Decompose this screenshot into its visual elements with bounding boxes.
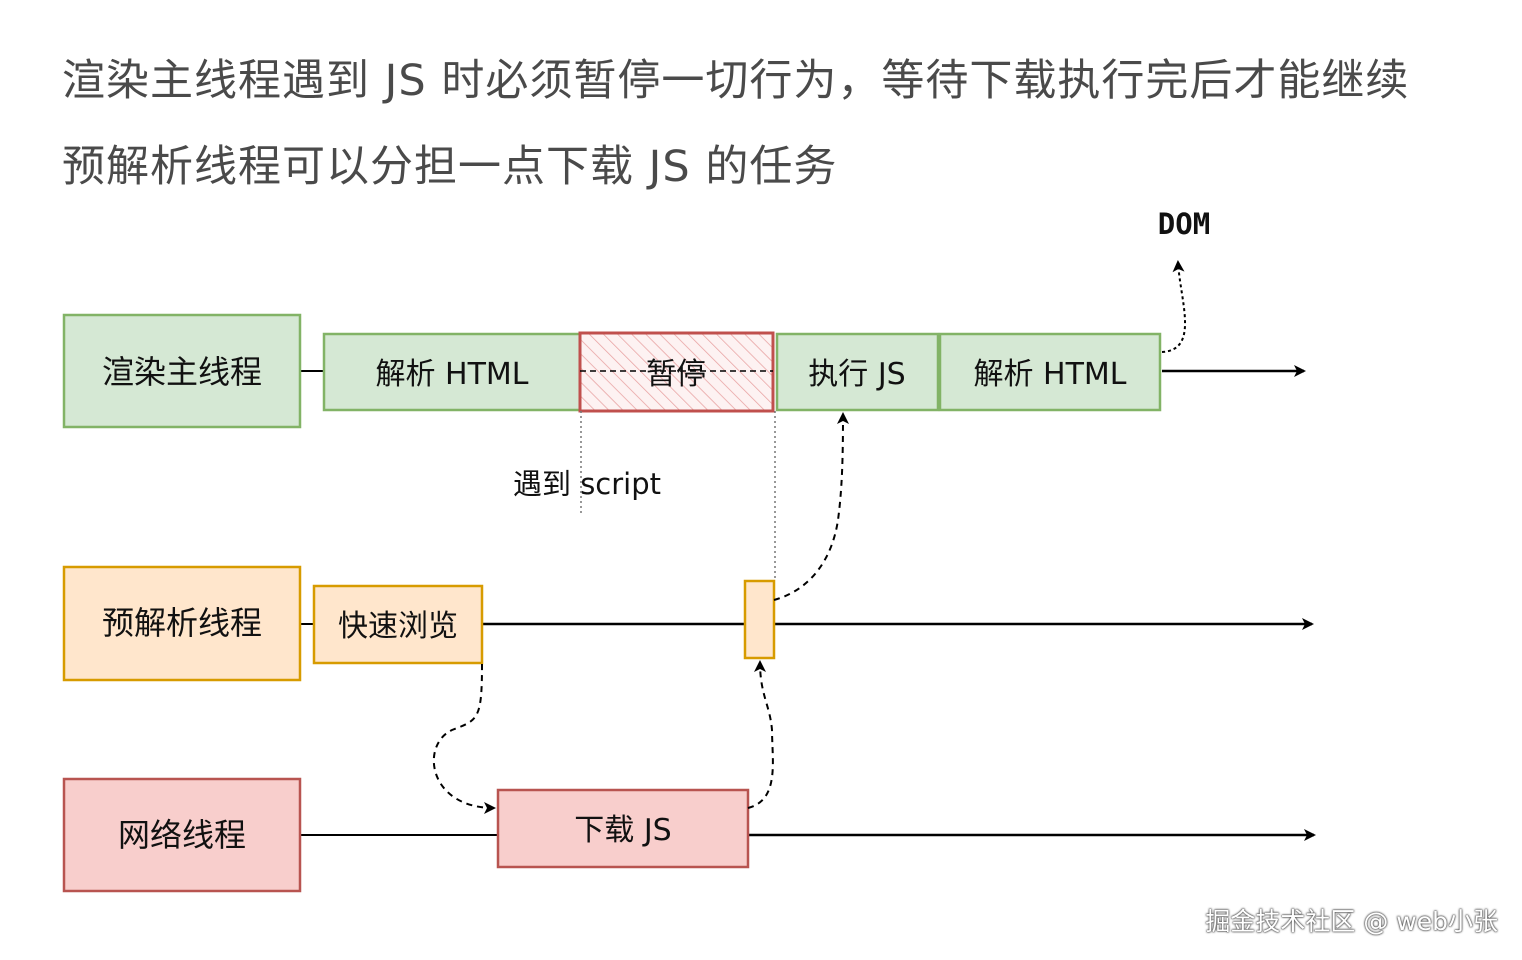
preparse-js-block	[743, 579, 776, 660]
exec-js-label: 执行 JS	[808, 357, 905, 392]
parse-html-block-2: 解析 HTML	[938, 332, 1162, 412]
download-js-label: 下载 JS	[574, 813, 671, 848]
parse-html-label-1: 解析 HTML	[375, 357, 528, 392]
parse-html-block-1: 解析 HTML	[322, 332, 582, 412]
network-label-box: 网络线程	[62, 777, 302, 893]
preparse-label-box: 预解析线程	[62, 565, 302, 682]
watermark: 掘金技术社区 @ web小张	[1205, 907, 1498, 936]
dom-label: DOM	[1158, 207, 1210, 241]
pause-label: 暂停	[646, 357, 706, 392]
arrow-fast-browse-to-download	[432, 663, 496, 814]
fast-browse-block: 快速浏览	[312, 584, 484, 665]
heading-line-1: 渲染主线程遇到 JS 时必须暂停一切行为，等待下载执行完后才能继续	[62, 56, 1410, 106]
main-thread-label-box: 渲染主线程	[62, 313, 302, 429]
arrow-preparse-to-exec	[773, 412, 849, 601]
meet-script-label: 遇到 script	[513, 467, 661, 501]
arrow-download-to-preparse	[747, 660, 774, 809]
exec-js-block: 执行 JS	[775, 332, 940, 412]
pause-block: 暂停	[578, 331, 775, 413]
heading-line-2: 预解析线程可以分担一点下载 JS 的任务	[62, 142, 838, 192]
preparse-label: 预解析线程	[102, 604, 262, 642]
parse-html-label-2: 解析 HTML	[973, 357, 1126, 392]
dom-arrow	[1161, 260, 1186, 353]
download-js-block: 下载 JS	[496, 788, 750, 869]
fast-browse-label: 快速浏览	[338, 609, 458, 644]
network-label: 网络线程	[118, 816, 246, 854]
main-thread-label: 渲染主线程	[102, 353, 262, 391]
